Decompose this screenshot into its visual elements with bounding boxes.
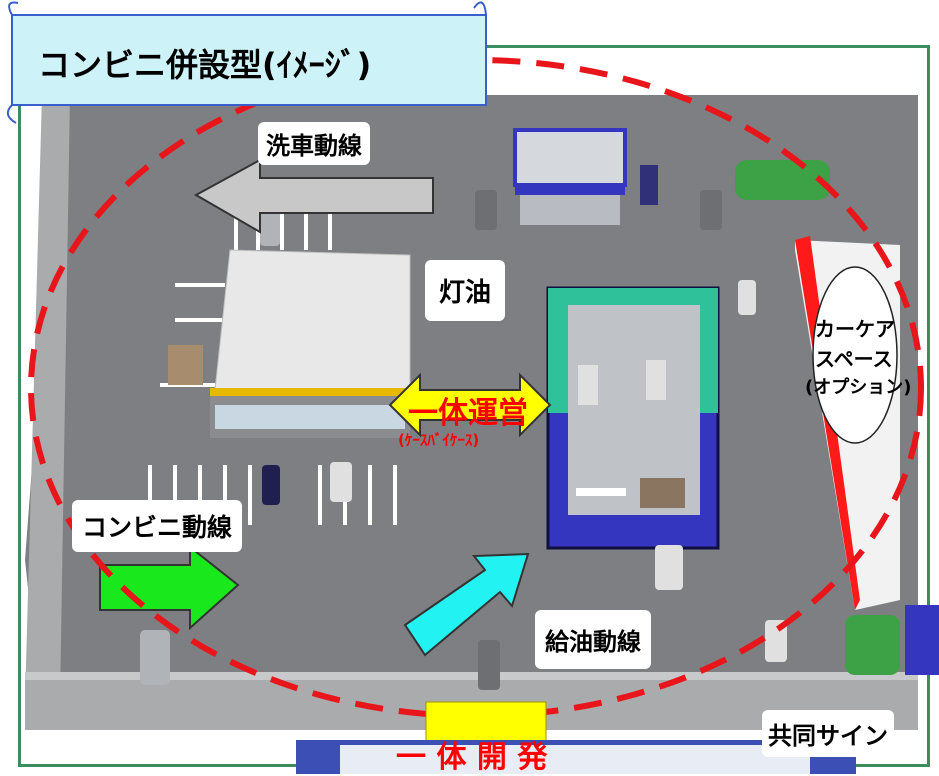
case-by-case-label: (ｹｰｽﾊﾞｲｹｰｽ)	[398, 431, 480, 449]
arrow-joint	[388, 372, 552, 438]
kerosene-label: 灯油	[425, 260, 506, 321]
trees-bottom-right	[845, 615, 900, 675]
car-care-label-line2: スペース	[815, 347, 893, 371]
joint-development-label: 一 体 開 発	[396, 740, 548, 775]
arrow-car-wash	[193, 158, 434, 234]
convenience-flow-label: コンビニ動線	[72, 500, 243, 552]
arrow-convenience	[99, 544, 240, 631]
car-care-label-line3: (オプション)	[805, 377, 912, 398]
joint-operation-label: 一体運営	[408, 396, 528, 431]
carcare-ellipse	[812, 266, 898, 444]
back-building	[513, 128, 658, 225]
convenience-store	[168, 249, 411, 438]
title-banner	[6, 1, 487, 124]
trees-top-right	[735, 160, 830, 200]
road-left	[25, 95, 70, 700]
sidewalk-strip	[25, 672, 918, 680]
car-wash-flow-label: 洗車動線	[258, 122, 370, 165]
arrow-fueling	[403, 552, 530, 657]
fueling-flow-label: 給油動線	[535, 610, 651, 669]
car-care-label-line1: カーケア	[815, 317, 895, 341]
page-title: コンビニ併設型(ｲﾒｰｼﾞ)	[38, 46, 372, 84]
cars	[140, 190, 787, 690]
gas-station	[546, 286, 720, 550]
joint-sign-label: 共同サイン	[762, 710, 894, 757]
bottom-sign-white	[340, 745, 810, 774]
